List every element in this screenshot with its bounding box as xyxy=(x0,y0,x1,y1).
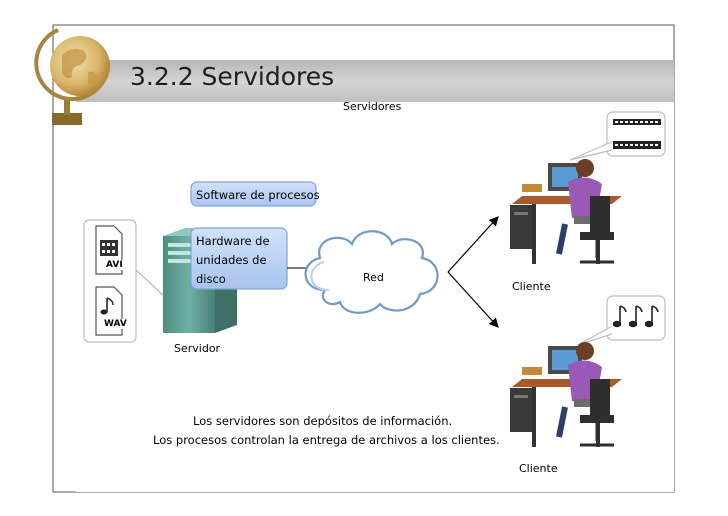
hardware-label-line-2: unidades de xyxy=(196,253,267,267)
software-label: Software de procesos xyxy=(196,188,320,202)
music-notes-icon xyxy=(614,306,659,327)
server-label: Servidor xyxy=(174,342,220,355)
client-label-1: Cliente xyxy=(512,280,551,293)
client-label-2: Cliente xyxy=(519,462,558,475)
caption-line-2: Los procesos controlan la entrega de arc… xyxy=(153,433,500,447)
hardware-label-line-3: disco xyxy=(196,272,226,286)
wav-file-label: WAV xyxy=(103,319,128,329)
slide-title: 3.2.2 Servidores xyxy=(130,62,334,91)
caption-line-1: Los servidores son depósitos de informac… xyxy=(193,414,452,428)
avi-file-label: AVI xyxy=(105,260,124,270)
network-label: Red xyxy=(363,271,384,284)
film-icon xyxy=(613,119,661,149)
diagram-title: Servidores xyxy=(343,100,401,113)
hardware-label-line-1: Hardware de xyxy=(196,234,270,248)
